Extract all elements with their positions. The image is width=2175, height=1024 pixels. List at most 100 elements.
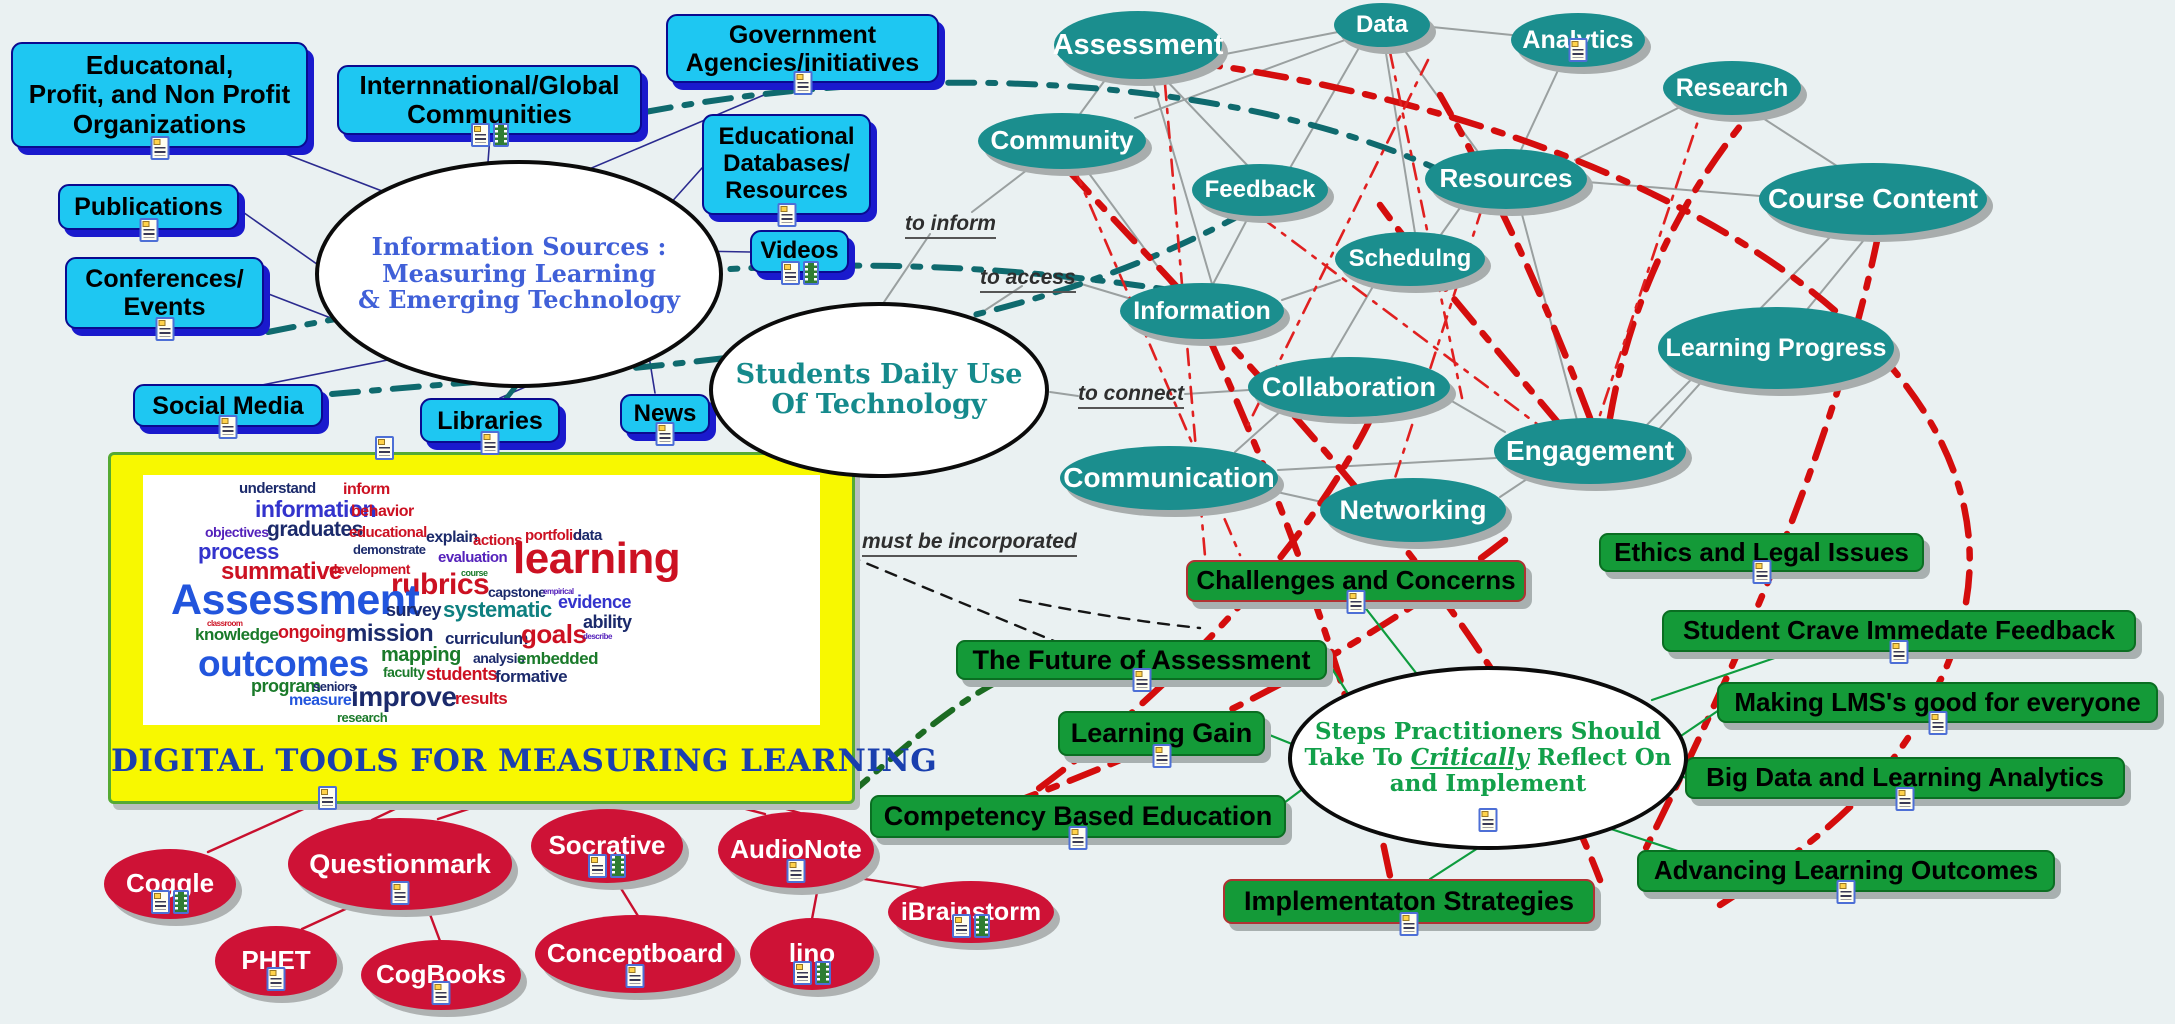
node-community[interactable]: Community	[978, 113, 1146, 169]
note-icon[interactable]	[793, 71, 812, 95]
note-icon[interactable]	[1889, 640, 1909, 664]
node-international-global[interactable]: Internnational/Global Communities	[337, 65, 642, 147]
node-learning-gain[interactable]: Learning Gain	[1058, 711, 1265, 768]
node-educational-databases[interactable]: Educational Databases/ Resources	[702, 114, 871, 227]
node-student-crave[interactable]: Student Crave Immedate Feedback	[1662, 610, 2136, 664]
cloud-word: portfolio	[525, 527, 582, 544]
note-icon[interactable]	[1068, 826, 1088, 850]
note-icon[interactable]	[318, 786, 337, 810]
node-questionmark[interactable]: Questionmark	[288, 818, 512, 910]
cloud-word: survey	[386, 600, 442, 620]
note-icon[interactable]	[375, 436, 394, 460]
film-icon[interactable]	[173, 890, 189, 914]
note-icon[interactable]	[1928, 711, 1947, 735]
node-advancing-outcomes[interactable]: Advancing Learning Outcomes	[1637, 850, 2055, 904]
node-collaboration[interactable]: Collaboration	[1248, 357, 1450, 417]
note-icon[interactable]	[1152, 744, 1171, 768]
edge-gray	[1439, 204, 1463, 237]
node-competency-based[interactable]: Competency Based Education	[870, 795, 1286, 850]
cloud-word: Assessment	[171, 576, 420, 624]
note-icon[interactable]	[1399, 912, 1419, 936]
node-learning-progress[interactable]: Learning Progress	[1658, 307, 1894, 389]
node-cogbooks[interactable]: CogBooks	[361, 940, 521, 1010]
note-icon[interactable]	[480, 431, 500, 455]
note-icon[interactable]	[266, 967, 286, 991]
note-icon[interactable]	[777, 203, 796, 227]
note-icon[interactable]	[793, 961, 812, 985]
note-icon[interactable]	[155, 317, 174, 341]
cloud-word: learning	[513, 534, 681, 583]
node-engagement[interactable]: Engagement	[1494, 418, 1686, 484]
note-icon[interactable]	[431, 981, 451, 1005]
node-conferences-events[interactable]: Conferences/ Events	[65, 257, 264, 341]
edge-gray	[1574, 102, 1689, 161]
node-analytics[interactable]: Analytics	[1511, 13, 1645, 67]
node-implementation-strategies[interactable]: Implementaton Strategies	[1223, 879, 1595, 936]
note-icon[interactable]	[1478, 808, 1498, 832]
film-icon[interactable]	[802, 261, 819, 285]
note-icon[interactable]	[952, 914, 971, 938]
node-information-sources[interactable]: Information Sources :Measuring Learning&…	[315, 160, 723, 388]
node-resources[interactable]: Resources	[1425, 149, 1587, 209]
node-conceptboard[interactable]: Conceptboard	[535, 915, 735, 993]
note-icon[interactable]	[1895, 787, 1915, 811]
node-ethics-legal[interactable]: Ethics and Legal Issues	[1599, 533, 1924, 584]
node-libraries[interactable]: Libraries	[420, 398, 560, 455]
edge-crimson	[615, 880, 640, 918]
node-coggle[interactable]: Coggle	[104, 849, 236, 919]
cloud-word: classroom	[207, 619, 243, 628]
node-lino[interactable]: lino	[750, 918, 874, 990]
note-icon[interactable]	[588, 854, 607, 878]
note-icon[interactable]	[218, 415, 238, 439]
node-social-media[interactable]: Social Media	[133, 384, 323, 439]
film-icon[interactable]	[610, 854, 626, 878]
node-label-line: Of Technology	[771, 389, 987, 420]
film-icon[interactable]	[815, 961, 831, 985]
note-icon[interactable]	[655, 422, 675, 446]
node-audionote[interactable]: AudioNote	[718, 812, 874, 888]
node-information[interactable]: Information	[1120, 283, 1284, 339]
node-communication[interactable]: Communication	[1060, 446, 1278, 510]
cloud-word: empirical	[543, 587, 574, 596]
node-publications[interactable]: Publications	[58, 184, 239, 242]
node-networking[interactable]: Networking	[1320, 478, 1506, 542]
node-feedback[interactable]: Feedback	[1192, 164, 1328, 216]
note-icon[interactable]	[1752, 560, 1771, 584]
node-videos[interactable]: Videos	[750, 230, 849, 285]
node-research[interactable]: Research	[1663, 61, 1801, 115]
node-course-content[interactable]: Course Content	[1759, 163, 1987, 235]
note-icon[interactable]	[1346, 590, 1366, 614]
note-icon[interactable]	[139, 218, 158, 242]
edge-gray	[1164, 78, 1249, 167]
node-ibrainstorm[interactable]: iBrainstorm	[888, 881, 1054, 943]
note-icon[interactable]	[780, 261, 800, 285]
node-assessment[interactable]: Assessment	[1053, 11, 1223, 79]
node-making-lms[interactable]: Making LMS's good for everyone	[1717, 682, 2158, 735]
node-data[interactable]: Data	[1334, 3, 1430, 47]
note-icon[interactable]	[470, 123, 490, 147]
note-icon[interactable]	[151, 890, 170, 914]
film-icon[interactable]	[974, 914, 990, 938]
note-icon[interactable]	[1568, 38, 1588, 62]
note-icon[interactable]	[390, 881, 410, 905]
node-big-data[interactable]: Big Data and Learning Analytics	[1685, 757, 2125, 811]
node-government-agencies[interactable]: Government Agencies/initiatives	[666, 14, 939, 95]
note-icon[interactable]	[1132, 668, 1151, 692]
note-icon[interactable]	[625, 964, 645, 988]
node-socrative[interactable]: Socrative	[531, 809, 683, 883]
node-phet[interactable]: PHET	[215, 926, 337, 996]
node-news[interactable]: News	[620, 394, 710, 446]
node-label-line: Students Daily Use	[735, 358, 1023, 390]
node-challenges-concerns[interactable]: Challenges and Concerns	[1186, 560, 1526, 614]
note-icon[interactable]	[786, 859, 806, 883]
note-icon[interactable]	[150, 136, 169, 160]
node-future-assessment[interactable]: The Future of Assessment	[956, 640, 1327, 692]
note-icon[interactable]	[1836, 880, 1856, 904]
node-educational-orgs[interactable]: Educatonal, Profit, and Non Profit Organ…	[11, 42, 308, 160]
film-icon[interactable]	[492, 123, 509, 147]
node-schedulng[interactable]: Schedulng	[1335, 232, 1485, 286]
